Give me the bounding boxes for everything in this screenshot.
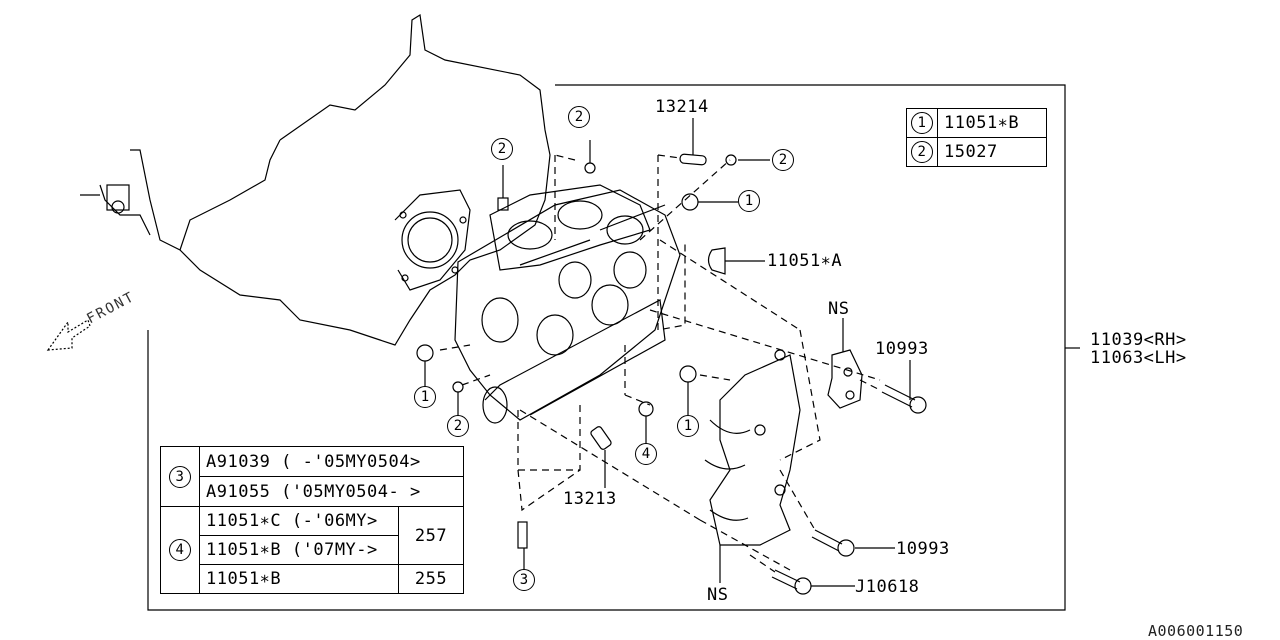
engine-block-outline bbox=[80, 14, 551, 346]
image-code: A006001150 bbox=[1148, 622, 1244, 640]
ref-marker-1: 1 bbox=[911, 112, 933, 134]
assembly-label-rh[interactable]: 11039<RH> bbox=[1090, 330, 1187, 350]
ref-marker-2[interactable]: 2 bbox=[491, 138, 513, 160]
dowel-13213-drawing bbox=[590, 426, 612, 450]
callout-10993-top[interactable]: 10993 bbox=[875, 339, 929, 359]
callout-j10618[interactable]: J10618 bbox=[855, 577, 920, 597]
legend-part-number[interactable]: 11051∗B bbox=[937, 108, 1047, 138]
ref-marker-1[interactable]: 1 bbox=[677, 415, 699, 437]
legend-part-number[interactable]: A91039 ( -'05MY0504> bbox=[199, 446, 464, 477]
dashed-guides bbox=[439, 154, 881, 573]
frame-border bbox=[147, 84, 1066, 611]
legend-row: 4 11051∗C (-'06MY> 257 bbox=[160, 506, 464, 594]
legend-part-number[interactable]: 11051∗B bbox=[199, 564, 399, 594]
plug-2-left-drawing bbox=[452, 381, 464, 393]
legend-row: 1 11051∗B bbox=[906, 108, 1047, 138]
ref-marker-3[interactable]: 3 bbox=[513, 569, 535, 591]
legend-part-number[interactable]: 15027 bbox=[937, 137, 1047, 167]
plug-1-right-drawing bbox=[679, 365, 697, 383]
legend-qty: 255 bbox=[398, 564, 464, 594]
legend-part-number[interactable]: 11051∗C (-'06MY> bbox=[199, 506, 399, 536]
legend-part-number[interactable]: 11051∗B ('07MY-> bbox=[199, 535, 399, 565]
bolt-10993-bottom-drawing bbox=[811, 529, 855, 557]
leader-lines bbox=[424, 118, 911, 587]
callout-ns-bottom[interactable]: NS bbox=[707, 585, 729, 605]
callout-11051a[interactable]: 11051∗A bbox=[767, 251, 843, 271]
ref-marker-2[interactable]: 2 bbox=[568, 106, 590, 128]
plug-1-left-drawing bbox=[416, 344, 434, 362]
ref-marker-4: 4 bbox=[169, 539, 191, 561]
ref-marker-2: 2 bbox=[911, 141, 933, 163]
legend-part-number[interactable]: A91055 ('05MY0504- > bbox=[199, 476, 464, 507]
callout-10993-bottom[interactable]: 10993 bbox=[896, 539, 950, 559]
seal-11051a-drawing bbox=[707, 247, 726, 275]
legend-table-top: 1 11051∗B 2 15027 bbox=[906, 108, 1047, 167]
ref-marker-2[interactable]: 2 bbox=[772, 149, 794, 171]
legend-table-bottom: 3 A91039 ( -'05MY0504> A91055 ('05MY0504… bbox=[160, 446, 464, 594]
assembly-label-lh[interactable]: 11063<LH> bbox=[1090, 348, 1187, 368]
legend-row: 11051∗B 255 bbox=[161, 564, 464, 594]
bolt-10993-top-drawing bbox=[881, 384, 927, 414]
ref-marker-1[interactable]: 1 bbox=[738, 190, 760, 212]
callout-ns-top[interactable]: NS bbox=[828, 299, 850, 319]
ref-marker-1[interactable]: 1 bbox=[414, 386, 436, 408]
plug-4-drawing bbox=[638, 401, 654, 417]
legend-row: A91055 ('05MY0504- > bbox=[161, 476, 464, 507]
ns-bracket-drawing bbox=[827, 349, 863, 409]
plug-2-top-mid-drawing bbox=[584, 162, 596, 174]
legend-row: 11051∗B ('07MY-> bbox=[161, 535, 464, 565]
plug-1-top-drawing bbox=[681, 193, 699, 211]
legend-row: 3 A91039 ( -'05MY0504> bbox=[160, 446, 464, 507]
legend-qty: 257 bbox=[398, 506, 464, 565]
dowel-13214-drawing bbox=[679, 153, 707, 166]
plug-2-top-right-drawing bbox=[725, 154, 737, 166]
ref-marker-2[interactable]: 2 bbox=[447, 415, 469, 437]
front-arrow-icon bbox=[46, 319, 91, 351]
ref-marker-3: 3 bbox=[169, 465, 191, 488]
legend-row: 2 15027 bbox=[906, 137, 1047, 167]
camshaft-cap-drawing bbox=[704, 349, 801, 546]
spring-3-drawing bbox=[517, 521, 528, 549]
bolt-j10618-drawing bbox=[771, 569, 812, 595]
callout-13213[interactable]: 13213 bbox=[563, 489, 617, 509]
ref-marker-4[interactable]: 4 bbox=[635, 443, 657, 465]
callout-13214[interactable]: 13214 bbox=[655, 97, 709, 117]
cylinder-head-drawing bbox=[454, 184, 681, 424]
